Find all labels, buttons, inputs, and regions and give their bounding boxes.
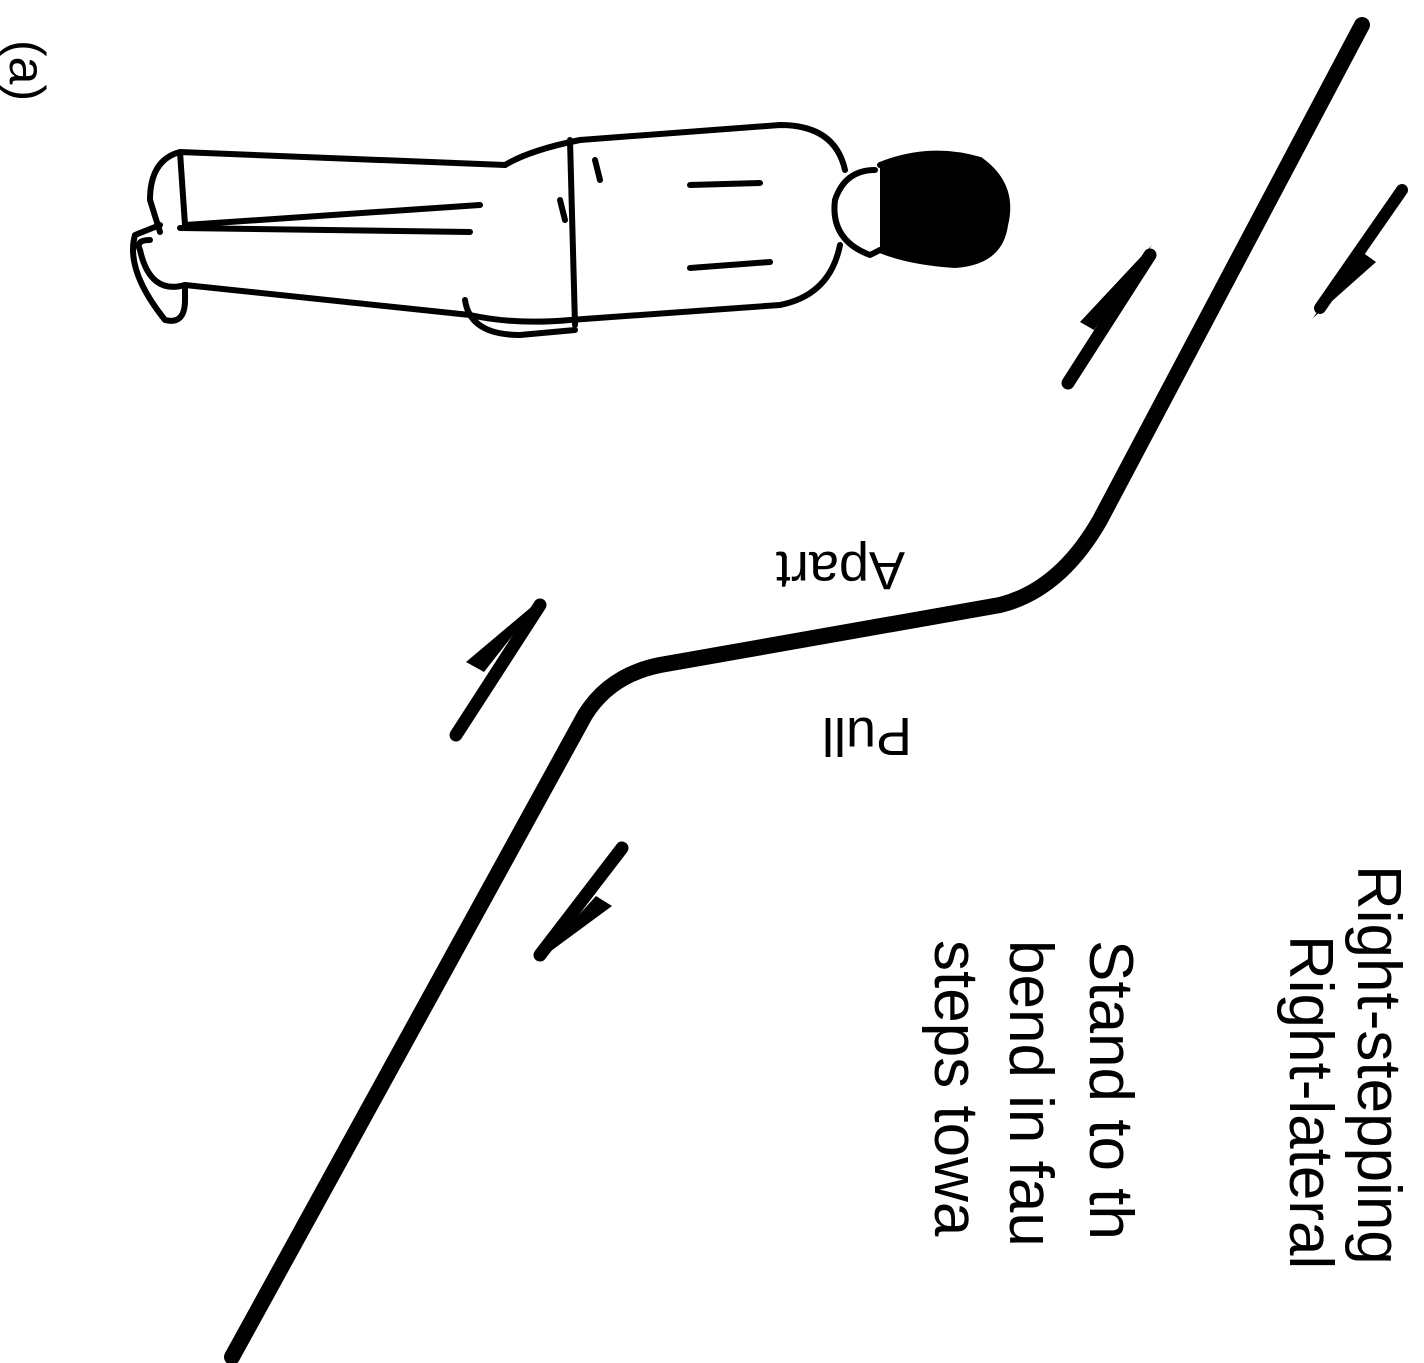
person-figure [133, 125, 1007, 335]
caption-line-3: Stand to th [1076, 940, 1145, 1240]
person-torso [470, 125, 845, 322]
caption-line-4: bend in fau [996, 940, 1065, 1247]
caption-line-1: Right-stepping [1344, 865, 1413, 1265]
caption: Right-stepping Right-lateral Stand to th… [921, 865, 1413, 1269]
caption-line-5: steps towa [921, 940, 990, 1237]
person-legs [139, 152, 505, 315]
apart-label: Apart [776, 540, 905, 600]
pull-label: Pull [822, 706, 912, 766]
arrow-upper-right-shaft [1320, 190, 1402, 308]
person-head [834, 170, 880, 255]
fault-trace [232, 25, 1362, 1357]
arrow-lower-left-shaft [456, 605, 540, 735]
panel-label: (a) [0, 40, 55, 101]
person-hair [880, 154, 1007, 265]
arrow-upper-left-shaft [1068, 255, 1150, 383]
arrow-lower-right-shaft [540, 848, 622, 955]
caption-line-2: Right-lateral [1276, 935, 1345, 1269]
